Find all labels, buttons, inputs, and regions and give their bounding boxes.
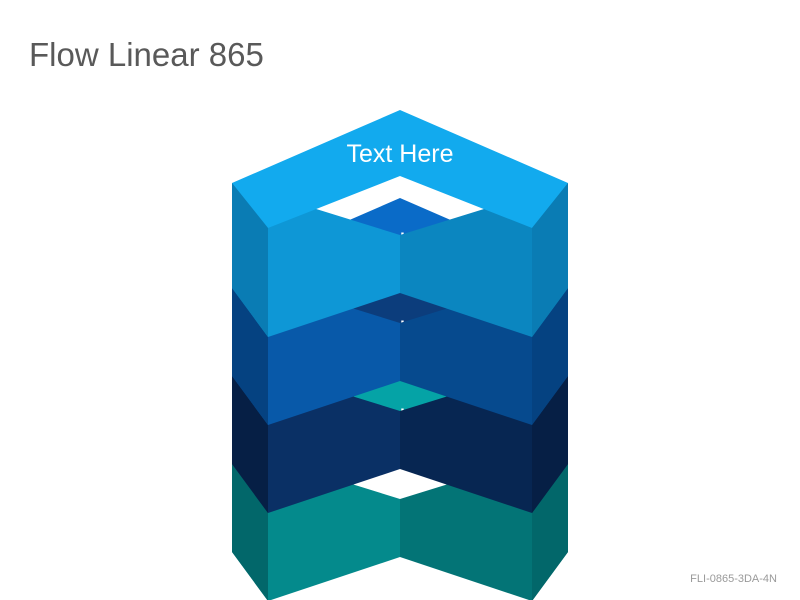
chevron-left-edge [232, 183, 268, 337]
slide-code: FLI-0865-3DA-4N [690, 573, 777, 585]
chevron-top-face [232, 110, 568, 228]
chevron-label: Text Here [347, 140, 454, 168]
chevron-right-edge [532, 183, 568, 337]
slide-title: Flow Linear 865 [29, 36, 264, 73]
chevron-1: Text Here [232, 110, 568, 337]
